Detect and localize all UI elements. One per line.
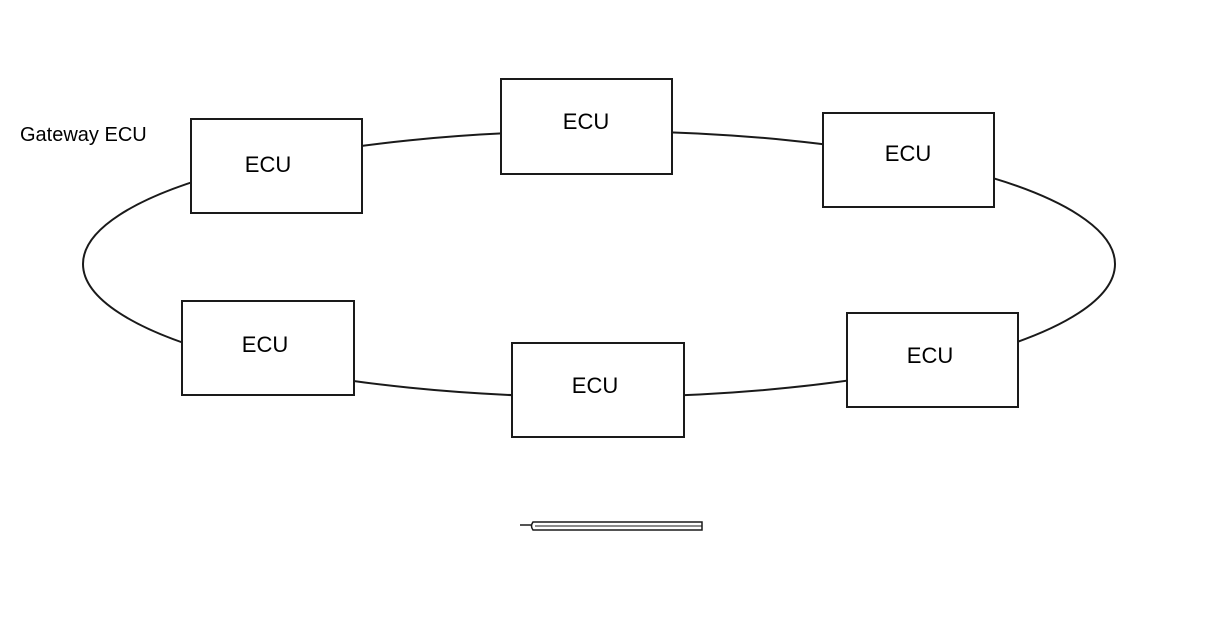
gateway-ecu-label: Gateway ECU <box>20 124 147 146</box>
ecu-box <box>190 118 363 214</box>
bar-shape <box>520 521 703 531</box>
ecu-label: ECU <box>572 373 618 398</box>
ecu-node-top-center[interactable]: ECU <box>500 78 673 175</box>
ecu-node-bottom-left[interactable]: ECU <box>181 300 355 396</box>
ecu-label: ECU <box>242 332 288 357</box>
ecu-node-bottom-center[interactable]: ECU <box>511 342 685 438</box>
ecu-node-bottom-right[interactable]: ECU <box>846 312 1019 408</box>
ecu-box <box>511 342 685 438</box>
ecu-box <box>181 300 355 396</box>
ecu-node-gateway[interactable]: ECU <box>190 118 363 214</box>
ecu-box <box>846 312 1019 408</box>
ecu-box <box>822 112 995 208</box>
ecu-box <box>500 78 673 175</box>
ecu-label: ECU <box>907 343 953 368</box>
ecu-label: ECU <box>885 141 931 166</box>
ecu-node-top-right[interactable]: ECU <box>822 112 995 208</box>
ecu-label: ECU <box>563 109 609 134</box>
ecu-label: ECU <box>245 152 291 177</box>
